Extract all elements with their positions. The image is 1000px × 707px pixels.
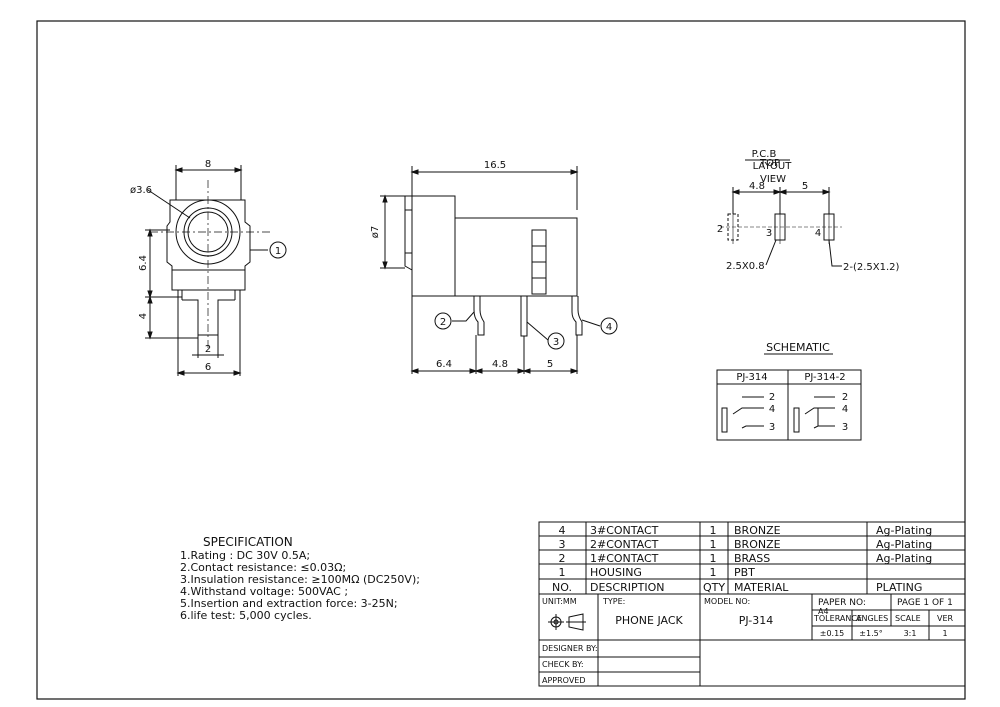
front-pin-length-label: 4	[138, 313, 149, 319]
bom-row-1-material: BRONZE	[734, 524, 781, 537]
bom-row-2-material: BRONZE	[734, 538, 781, 551]
spec-line-3: 3.Insulation resistance: ≥100MΩ (DC250V)…	[180, 573, 420, 586]
front-view	[145, 165, 287, 376]
bom-row-4-qty: 1	[710, 566, 717, 579]
projection-icon	[548, 613, 586, 631]
model-value: PJ-314	[739, 614, 773, 627]
bom-table	[538, 521, 966, 595]
check-label: CHECK BY:	[542, 660, 584, 669]
front-pin-width-label: 2	[205, 344, 211, 355]
schematic-a-p3: 3	[769, 422, 775, 433]
pcb-dim-a-label: 4.8	[749, 181, 765, 192]
scale-value: 3:1	[904, 629, 917, 638]
bom-row-3-qty: 1	[710, 552, 717, 565]
bom-header-qty: QTY	[703, 581, 725, 594]
schematic-a-p2: 2	[769, 392, 775, 403]
callout-1-label: 1	[275, 246, 281, 257]
ver-label: VER	[937, 614, 954, 623]
front-hole-label: ø3.6	[130, 185, 152, 196]
schematic-title: SCHEMATIC	[766, 341, 830, 354]
pcb-dim-b-label: 5	[802, 181, 808, 192]
spec-line-6: 6.life test: 5,000 cycles.	[180, 609, 312, 622]
bom-row-2-no: 3	[559, 538, 566, 551]
scale-label: SCALE	[895, 614, 921, 623]
front-height-label: 6.4	[138, 255, 149, 271]
front-width-label: 8	[205, 159, 211, 170]
callout-4-label: 4	[606, 322, 612, 333]
bom-row-1-no: 4	[559, 524, 566, 537]
schematic-b-p4: 4	[842, 404, 848, 415]
type-label: TYPE:	[602, 597, 625, 606]
spec-title: SPECIFICATION	[203, 535, 293, 549]
ver-value: 1	[942, 629, 947, 638]
paper-value: A4	[818, 607, 829, 616]
bom-row-1-plating: Ag-Plating	[876, 524, 932, 537]
type-value: PHONE JACK	[615, 614, 683, 627]
side-diameter-label: ø7	[370, 226, 381, 238]
bom-row-2-qty: 1	[710, 538, 717, 551]
bom-row-4-desc: HOUSING	[590, 566, 642, 579]
bom-row-3-desc: 1#CONTACT	[590, 552, 659, 565]
page-label: PAGE 1 OF 1	[897, 598, 953, 608]
bom-row-2-desc: 2#CONTACT	[590, 538, 659, 551]
model-label: MODEL NO:	[704, 597, 750, 606]
schematic-box	[716, 369, 862, 441]
bom-header-plating: PLATING	[876, 581, 922, 594]
sheet-border	[36, 20, 966, 700]
tolerance-value: ±0.15	[820, 629, 845, 638]
bom-row-2-plating: Ag-Plating	[876, 538, 932, 551]
side-dim-b-label: 4.8	[492, 359, 508, 370]
pcb-layout	[720, 159, 842, 267]
side-dim-c-label: 5	[547, 359, 553, 370]
pcb-pin-4-label: 4	[815, 228, 821, 239]
designer-label: DESIGNER BY:	[542, 644, 598, 653]
schematic-a-p4: 4	[769, 404, 775, 415]
spec-line-1: 1.Rating : DC 30V 0.5A;	[180, 549, 310, 562]
front-body-width-label: 6	[205, 362, 211, 373]
pcb-pin-2-label: 2	[717, 224, 723, 235]
bom-row-1-desc: 3#CONTACT	[590, 524, 659, 537]
bom-row-4-material: PBT	[734, 566, 755, 579]
paper-label: PAPER NO:	[818, 598, 866, 608]
callout-2-label: 2	[440, 317, 446, 328]
spec-line-5: 5.Insertion and extraction force: 3-25N;	[180, 597, 398, 610]
unit-label: UNIT:MM	[542, 597, 577, 606]
tolerance-label: TOLERANCE	[813, 614, 862, 623]
angles-label: ANGLES	[856, 614, 888, 623]
spec-line-4: 4.Withstand voltage: 500VAC ;	[180, 585, 348, 598]
side-view	[380, 166, 618, 374]
pcb-pad-note: 2.5X0.8	[726, 261, 765, 272]
pcb-title-4: VIEW	[760, 174, 786, 185]
bom-header-no: NO.	[552, 581, 572, 594]
approved-label: APPROVED	[542, 676, 586, 685]
pcb-title-2: LAYOUT	[753, 161, 793, 172]
side-length-label: 16.5	[484, 160, 506, 171]
pcb-pin-3-label: 3	[766, 228, 772, 239]
side-dim-a-label: 6.4	[436, 359, 452, 370]
bom-row-4-no: 1	[559, 566, 566, 579]
pcb-title-3: TOP	[759, 158, 780, 169]
bom-row-1-qty: 1	[710, 524, 717, 537]
spec-line-2: 2.Contact resistance: ≤0.03Ω;	[180, 561, 346, 574]
schematic-col-1: PJ-314	[736, 372, 767, 383]
angles-value: ±1.5°	[859, 629, 882, 638]
schematic-b-p3: 3	[842, 422, 848, 433]
callout-3-label: 3	[553, 337, 559, 348]
pcb-title-1: P.C.B	[752, 149, 777, 160]
pcb-pad2-note: 2-(2.5X1.2)	[843, 262, 900, 273]
schematic-b-p2: 2	[842, 392, 848, 403]
bom-row-3-plating: Ag-Plating	[876, 552, 932, 565]
title-block	[538, 593, 966, 687]
bom-header-material: MATERIAL	[734, 581, 789, 594]
schematic-col-2: PJ-314-2	[804, 372, 845, 383]
bom-row-3-material: BRASS	[734, 552, 770, 565]
bom-header-desc: DESCRIPTION	[590, 581, 664, 594]
bom-row-3-no: 2	[559, 552, 566, 565]
